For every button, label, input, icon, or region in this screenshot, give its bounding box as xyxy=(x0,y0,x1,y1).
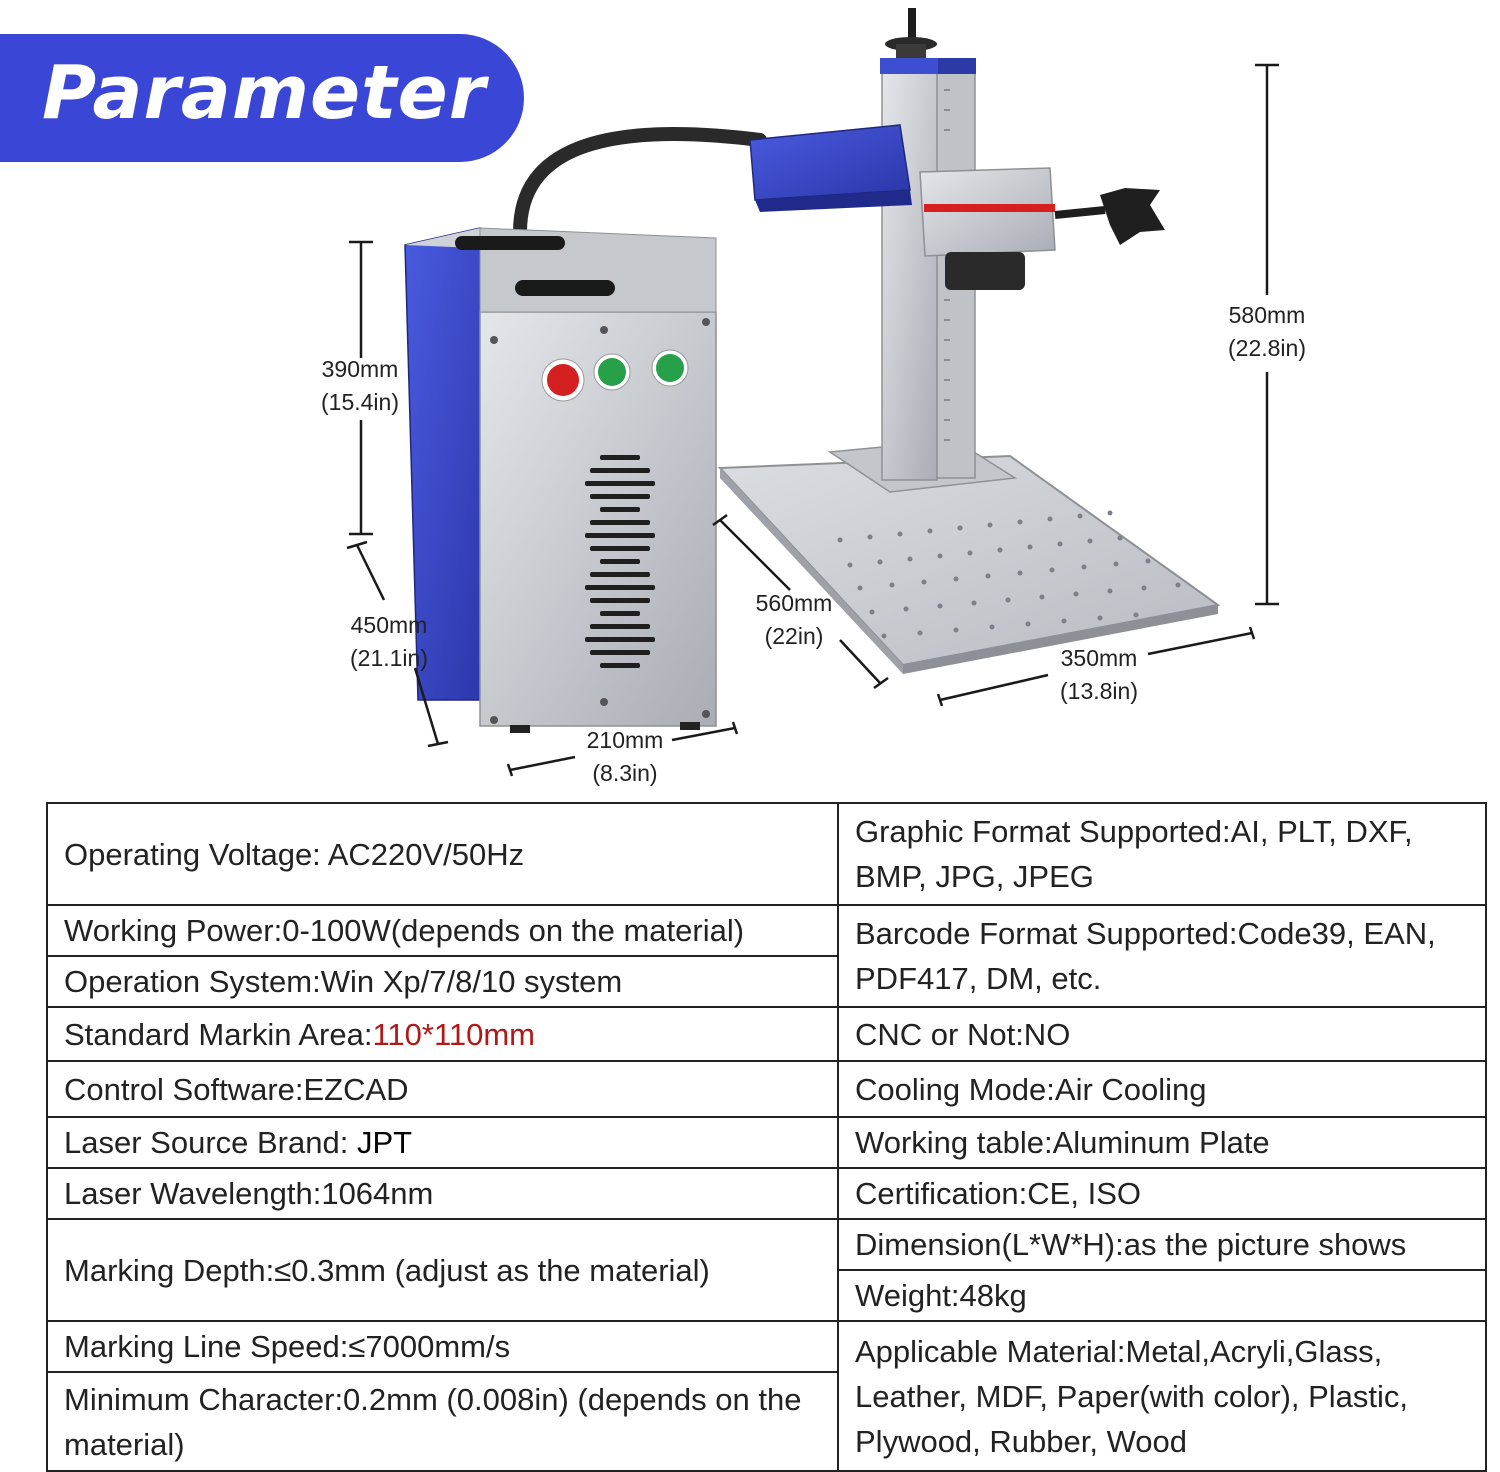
header-banner xyxy=(0,34,524,162)
aluminum-work-table xyxy=(717,439,1221,674)
spec-applicable-material: Applicable Material:Metal,Acryli,Glass, … xyxy=(837,1320,1487,1472)
specification-table: Operating Voltage: AC220V/50Hz Graphic F… xyxy=(46,802,1487,1472)
spec-wavelength: Laser Wavelength:1064nm xyxy=(46,1167,839,1220)
dimension-label-height-box: 390mm(15.4in) xyxy=(321,356,399,415)
marking-area-value: 110*110mm xyxy=(372,1016,536,1052)
spec-weight: Weight:48kg xyxy=(837,1269,1487,1322)
dimension-label-height-machine: 580mm(22.8in) xyxy=(1228,302,1306,361)
dimension-label-width-table: 350mm(13.8in) xyxy=(1060,645,1138,704)
dimension-label-depth-box: 450mm(21.1in) xyxy=(350,612,428,671)
spec-min-character: Minimum Character:0.2mm (0.008in) (depen… xyxy=(46,1371,839,1472)
laser-source-value: JPT xyxy=(356,1125,413,1160)
fiber-cable xyxy=(513,127,767,239)
laser-head-arm xyxy=(749,124,1165,290)
spec-line-speed: Marking Line Speed:≤7000mm/s xyxy=(46,1320,839,1373)
spec-certification: Certification:CE, ISO xyxy=(837,1167,1487,1220)
spec-control-software: Control Software:EZCAD xyxy=(46,1060,839,1118)
spec-laser-source: Laser Source Brand: JPT xyxy=(46,1116,839,1169)
spec-working-power: Working Power:0-100W(depends on the mate… xyxy=(46,904,839,957)
spec-dimension: Dimension(L*W*H):as the picture shows xyxy=(837,1218,1487,1271)
dimension-label-width-box: 210mm(8.3in) xyxy=(586,727,664,786)
spec-graphic-format: Graphic Format Supported:AI, PLT, DXF, B… xyxy=(837,802,1487,906)
dimension-lines xyxy=(346,63,1279,777)
page-title: Parameter xyxy=(42,50,487,136)
spec-marking-area: Standard Markin Area:110*110mm xyxy=(46,1006,839,1062)
spec-marking-depth: Marking Depth:≤0.3mm (adjust as the mate… xyxy=(46,1218,839,1322)
laser-marking-machine-illustration xyxy=(346,8,1279,777)
spec-cooling-mode: Cooling Mode:Air Cooling xyxy=(837,1060,1487,1118)
spec-operation-system: Operation System:Win Xp/7/8/10 system xyxy=(46,955,839,1008)
laser-source-cabinet xyxy=(404,227,717,733)
lift-column xyxy=(880,8,976,481)
dimension-label-depth-table: 560mm(22in) xyxy=(755,590,833,649)
spec-operating-voltage: Operating Voltage: AC220V/50Hz xyxy=(46,802,839,906)
spec-cnc: CNC or Not:NO xyxy=(837,1006,1487,1062)
spec-working-table: Working table:Aluminum Plate xyxy=(837,1116,1487,1169)
spec-barcode-format: Barcode Format Supported:Code39, EAN, PD… xyxy=(837,904,1487,1008)
